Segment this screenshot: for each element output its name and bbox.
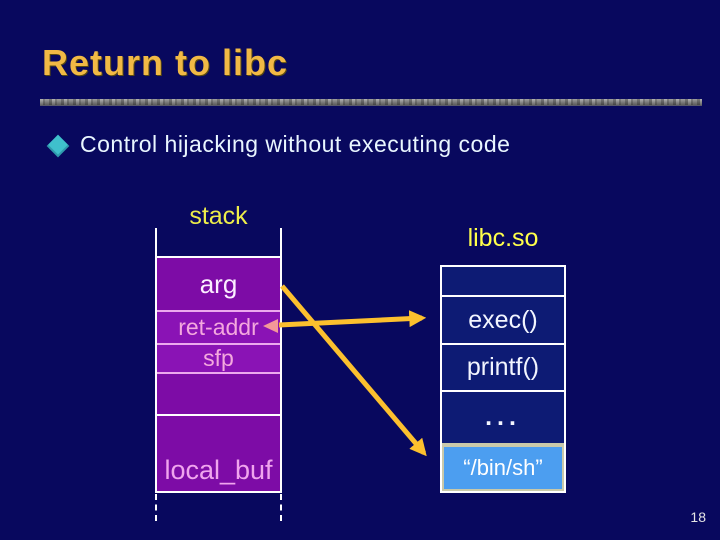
libc-cell-exec: exec() [442, 295, 564, 343]
bullet-diamond-icon [46, 134, 70, 158]
title-separator-rule [40, 99, 702, 106]
stack-frame-box: arg ret-addr sfp local_buf [155, 256, 282, 493]
arrow-ret-addr-to-exec-icon [278, 310, 427, 328]
libc-cell-ellipsis: ... [442, 390, 564, 443]
slide-title: Return to libc [42, 42, 288, 83]
stack-continues-dash-left [155, 494, 157, 521]
libc-cell-printf: printf() [442, 343, 564, 390]
bullet-item: Control hijacking without executing code [46, 131, 510, 158]
libc-cell-bin-sh: “/bin/sh” [442, 443, 564, 491]
stack-open-top-left-line [155, 228, 157, 256]
arrow-arg-to-bin-sh-icon [280, 284, 427, 457]
stack-open-top-right-line [280, 228, 282, 256]
stack-cell-sfp: sfp [157, 343, 280, 372]
stack-cell-ret-addr: ret-addr [157, 310, 280, 343]
stack-cell-local-buf: local_buf [157, 414, 280, 493]
libc-cell-empty [442, 267, 564, 295]
stack-cell-empty [157, 372, 280, 414]
libc-column-label: libc.so [467, 224, 539, 252]
stack-continues-dash-right [280, 494, 282, 521]
stack-column-label: stack [189, 202, 248, 230]
page-number: 18 [690, 509, 706, 525]
stack-cell-arg: arg [157, 256, 280, 310]
libc-so-box: exec() printf() ... “/bin/sh” [440, 265, 566, 493]
bullet-text: Control hijacking without executing code [80, 131, 511, 157]
